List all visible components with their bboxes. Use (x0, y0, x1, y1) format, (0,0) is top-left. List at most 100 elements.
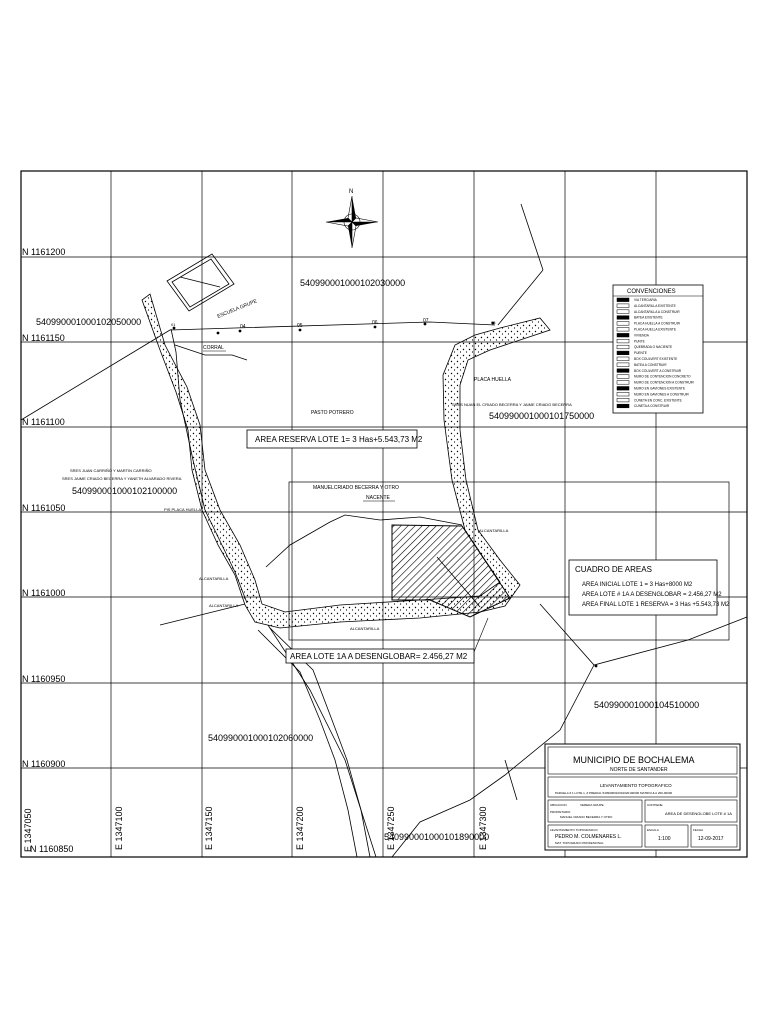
legend-item-label: VIVIENDA (634, 333, 650, 337)
legend-item-label: PLACA HUELLA A CONSTRUIR (634, 322, 681, 326)
lot-area-box: AREA LOTE 1A A DESENGLOBAR= 2.456,27 M2 (285, 617, 489, 664)
legend-item-label: VIA TERCIARIA (634, 298, 658, 302)
legend-symbol (616, 403, 630, 409)
legend-item-label: CUNETA EN CONC. EXISTENTE (634, 398, 682, 402)
legend-symbol (616, 398, 630, 403)
lot-outline (288, 481, 730, 641)
legend-symbol (616, 309, 630, 314)
parcel-number: 540990001000102030000 (300, 278, 405, 288)
north-label: N 1160850 (30, 844, 73, 854)
legend-item-label: PLACA HUELLA EXISTENTE (634, 328, 676, 332)
manuel-label: MANUELCRIADO BECERRA Y OTRO (313, 485, 399, 491)
surveyor-label: LEVANTAMIENTO TOPOGRAFICO (550, 828, 598, 832)
date-label: FECHA (693, 828, 703, 832)
placa-huella-label: PLACA HUELLA (474, 377, 512, 383)
parcel-number: 540990001000101890000 (384, 832, 489, 842)
legend-symbol (616, 327, 630, 332)
north-label: N 1160900 (22, 759, 65, 769)
owner-label: PROPIETARIO (550, 810, 571, 814)
east-label: E 1347250 (386, 806, 396, 850)
legend-symbol (616, 356, 630, 361)
heirs-west-label: SRES JAIME CRIADO BECERRA Y YANETH ALVAR… (62, 476, 182, 481)
content-value: AREA DE DESENGLOBE LOTE # 1A (665, 811, 732, 816)
east-label: E 1347300 (478, 806, 488, 850)
municipality-title: MUNICIPIO DE BOCHALEMA (573, 755, 695, 765)
north-label: N 1161050 (22, 503, 65, 513)
legend-symbol (616, 333, 630, 338)
station-label: 07 (423, 318, 429, 324)
reserve-area-text: AREA RESERVA LOTE 1= 3 Has+5.543,73 M2 (255, 435, 423, 444)
north-label: N 1161100 (22, 417, 65, 427)
corral-label: CORRAL (203, 345, 224, 351)
legend-items: VIA TERCIARIA ALCANTARILLA EXISTENTE ALCAN… (616, 297, 695, 409)
legend-item-label: BOX COULVERT A CONSTRUIR (634, 369, 682, 373)
legend-symbol (616, 374, 630, 379)
scale-value: 1:100 (658, 836, 671, 842)
parcel-number: 540990001000104510000 (594, 700, 699, 710)
location-value: VEREDA GRUPE (580, 803, 604, 807)
station-label: 06 (372, 320, 378, 326)
pasture-label: PASTO POTRERO (311, 410, 354, 416)
legend-item-label: ALCANTARILLA A CONSTRUIR (634, 310, 680, 314)
areas-row: AREA LOTE # 1A A DESENGLOBAR = 2.456,27 … (582, 592, 722, 598)
legend-symbol (616, 315, 630, 320)
parcel-number: 540990001000102050000 (36, 317, 141, 327)
legend-item-label: MURO DE CONTENCION CONCRETO (634, 375, 691, 379)
north-label: N 1161000 (22, 588, 65, 598)
scale-label: ESCALA (647, 828, 659, 832)
owner-value: MANUEL CRIADO BECERRA Y OTRO (560, 815, 613, 819)
legend-item-label: BOX COULVERT EXISTENTE (634, 357, 677, 361)
legend-item-label: QUEBRADA O NACIENTE (634, 345, 672, 349)
north-label: N 1161150 (22, 333, 65, 343)
legend-symbol (616, 380, 630, 385)
legend-item-label: MURO EN GAVIONES EXISTENTE (634, 387, 685, 391)
station-label: 01 (171, 322, 176, 327)
east-label: E 1347100 (114, 806, 124, 850)
station-label: 08 (491, 320, 496, 325)
east-label: E 1347150 (204, 806, 214, 850)
legend-item-label: ALCANTARILLA EXISTENTE (634, 304, 676, 308)
parcel-number: 540990001000102100000 (72, 486, 177, 496)
legend-symbol (616, 368, 630, 373)
legend-symbol (616, 297, 630, 302)
tertiary-road (141, 293, 551, 629)
title-block: MUNICIPIO DE BOCHALEMA NORTE DE SANTANDE… (544, 743, 741, 851)
legend-symbol (616, 386, 630, 391)
north-grid-labels: N 1161200 N 1161150 N 1161100 N 1161050 … (22, 247, 73, 854)
content-label: CONTIENE (647, 803, 663, 807)
east-label: E 1347050 (23, 808, 33, 852)
north-label: N 1161200 (22, 247, 65, 257)
legend-item-label: MURO EN GAVIONES A CONSTRUIR (634, 392, 690, 396)
areas-row: AREA INICIAL LOTE 1 = 3 Has+8000 M2 (582, 582, 693, 588)
parcel-line: PARCELA # 1 LOTE 1, # PREDIAL 5409900010… (555, 791, 673, 795)
legend-symbol (616, 344, 630, 350)
legend-symbol (616, 362, 630, 367)
station-label: 04 (240, 324, 246, 330)
legend-item-label: MURO DE CONTENCION A CONSTRUIR (634, 381, 695, 385)
stream-line (174, 344, 248, 361)
nacente-label: NACENTE (366, 495, 391, 501)
surveyor-sub: MAT. TOPOGRAFO PROFESIONAL (555, 841, 604, 845)
legend-symbol (616, 339, 630, 344)
survey-title: LEVANTAMIENTO TOPOGRAFICO (600, 783, 672, 788)
legend-item-label: CUNETA A CONSTRUIR (634, 404, 670, 408)
parcel-number: 540990001000102060000 (208, 733, 313, 743)
alcantarilla-label: ALCANTARILLA (350, 626, 380, 631)
coordinate-grid (21, 171, 747, 857)
legend-item-label: BATEA A CONSTRUIR (634, 363, 667, 367)
date-value: 12-09-2017 (698, 836, 724, 842)
alcantarilla-label: ALCANTARILLA (209, 603, 239, 608)
areas-title: CUADRO DE AREAS (575, 565, 652, 574)
lot-1a-hatched-area (391, 524, 511, 618)
legend-symbol (616, 321, 630, 326)
department-title: NORTE DE SANTANDER (610, 767, 668, 773)
legend-symbol (616, 392, 630, 397)
heirs-east-label: SRES NUAN EL CRIADO BECERRA Y JAIME CRIA… (452, 402, 572, 407)
legend-symbol (616, 303, 630, 308)
east-grid-labels: E 1347050 E 1347100 E 1347150 E 1347200 … (23, 806, 488, 852)
lot-area-text: AREA LOTE 1A A DESENGLOBAR= 2.456,27 M2 (290, 652, 468, 661)
school-building-icon (166, 253, 235, 312)
legend-symbol (616, 350, 630, 355)
